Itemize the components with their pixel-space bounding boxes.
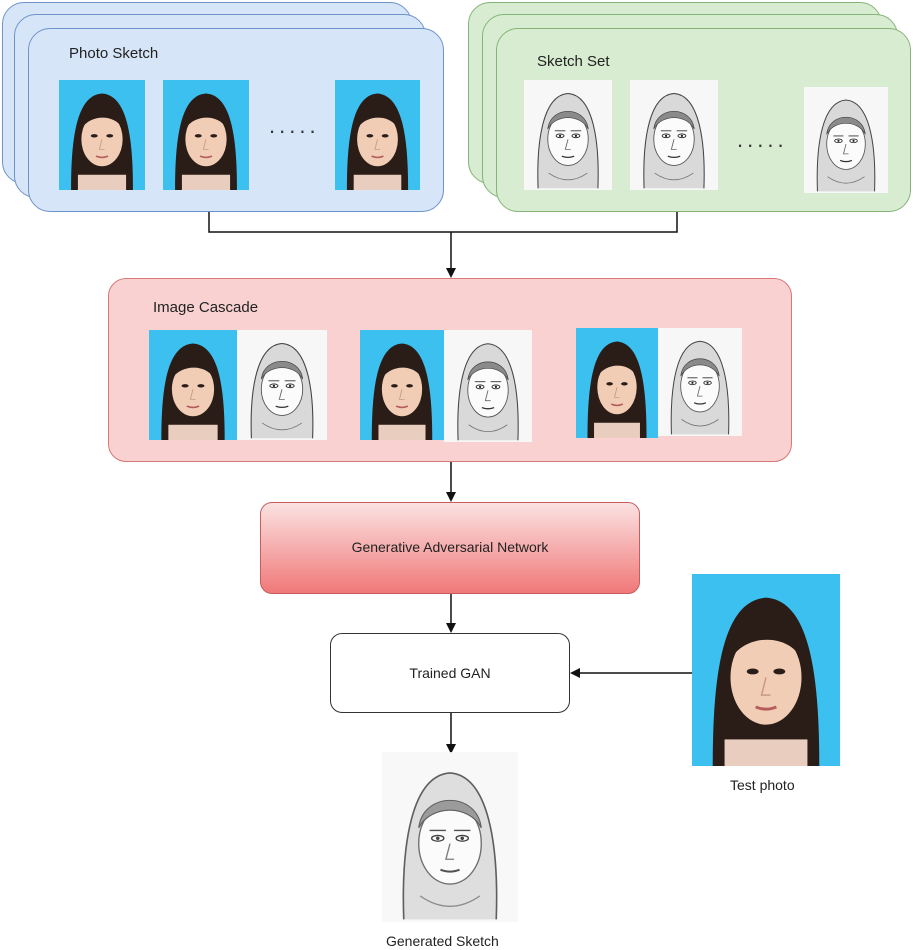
face-photo-image [360, 330, 444, 440]
face-sketch-image [444, 330, 532, 442]
photo-set-title: Photo Sketch [69, 45, 159, 62]
generated-sketch-caption: Generated Sketch [386, 933, 499, 949]
trained-gan-label: Trained GAN [409, 665, 491, 681]
face-sketch-image [237, 330, 327, 440]
gan-label: Generative Adversarial Network [351, 539, 549, 555]
face-photo-image [149, 330, 237, 440]
sketch-set-title: Sketch Set [537, 53, 610, 70]
face-sketch-image [658, 328, 742, 436]
test-photo-image [692, 574, 840, 766]
face-photo-image [59, 80, 145, 190]
generated-sketch-image [382, 752, 518, 922]
face-photo-image [163, 80, 249, 190]
face-sketch-image [630, 80, 718, 190]
sketch-set-ellipsis: ..... [737, 127, 788, 152]
test-photo-caption: Test photo [730, 777, 795, 793]
image-cascade-title: Image Cascade [153, 299, 259, 316]
trained-gan-box: Trained GAN [330, 633, 570, 713]
photo-set-ellipsis: ..... [269, 113, 320, 138]
face-sketch-image [804, 87, 888, 193]
face-photo-image [576, 328, 658, 438]
merge-line [208, 212, 678, 233]
gan-box: Generative Adversarial Network [260, 502, 640, 594]
face-sketch-image [524, 80, 612, 190]
face-photo-image [335, 80, 420, 190]
